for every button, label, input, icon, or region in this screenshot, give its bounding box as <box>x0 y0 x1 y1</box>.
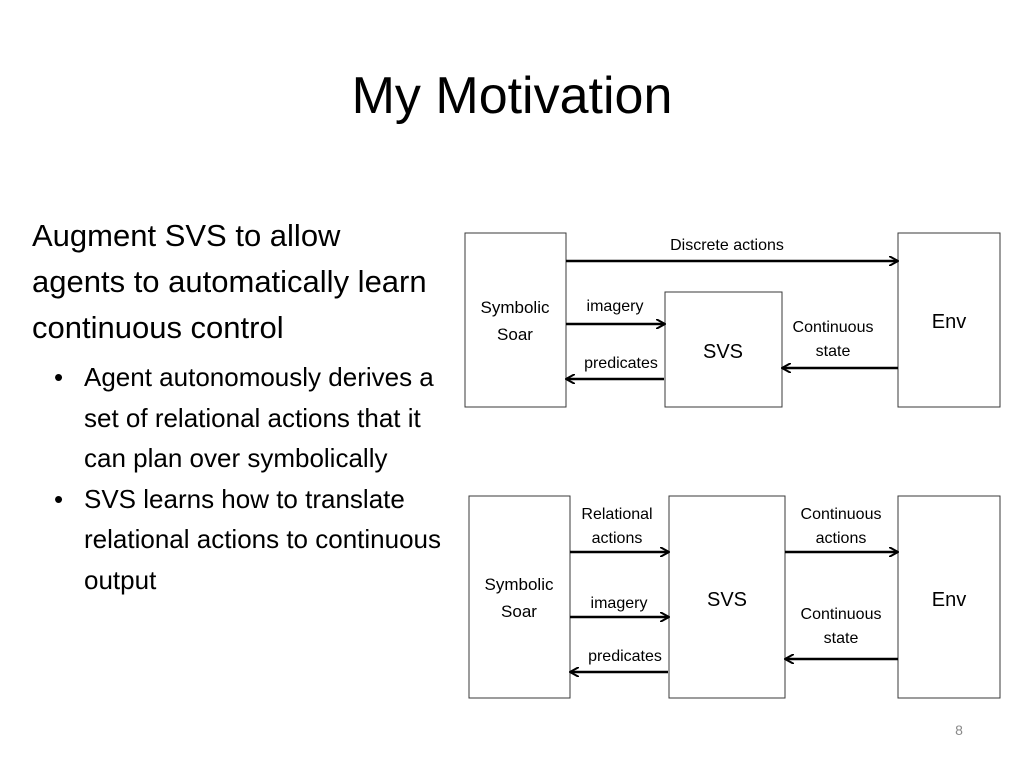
bullet-text: SVS learns how to translate relational a… <box>84 483 442 595</box>
text-content: Augment SVS to allow agents to automatic… <box>32 213 442 600</box>
svs-label: SVS <box>703 341 743 363</box>
soar-label: Soar <box>501 602 537 621</box>
svs-label: SVS <box>707 589 747 611</box>
imagery-label: imagery <box>587 298 644 315</box>
bullet-text: Agent autonomously derives a set of rela… <box>84 362 434 473</box>
relational-label: Relational <box>581 506 652 523</box>
state-label: state <box>824 630 859 647</box>
symbolic-label: Symbolic <box>485 575 554 594</box>
bullet-list: • Agent autonomously derives a set of re… <box>32 357 442 600</box>
slide-title: My Motivation <box>351 67 673 125</box>
diagram-bottom: Symbolic Soar SVS Env Relational actions… <box>468 495 1001 699</box>
env-box <box>897 495 1001 699</box>
env-box <box>897 232 1001 408</box>
svs-box <box>664 291 783 408</box>
continuous-label: Continuous <box>801 606 882 623</box>
diagram-top: Symbolic Soar SVS Env Discrete actions i… <box>464 232 1001 408</box>
imagery-label: imagery <box>591 595 648 612</box>
actions-label: actions <box>816 530 867 547</box>
symbolic-soar-box <box>464 232 567 408</box>
env-label: Env <box>932 311 966 333</box>
page-number: 8 <box>955 722 963 738</box>
bullet-item: • Agent autonomously derives a set of re… <box>32 357 442 479</box>
continuous-label: Continuous <box>801 506 882 523</box>
symbolic-label: Symbolic <box>481 298 550 317</box>
predicates-label: predicates <box>588 648 662 665</box>
discrete-actions-label: Discrete actions <box>670 237 784 254</box>
soar-label: Soar <box>497 325 533 344</box>
svs-box <box>668 495 786 699</box>
predicates-label: predicates <box>584 355 658 372</box>
state-label: state <box>816 343 851 360</box>
bullet-item: • SVS learns how to translate relational… <box>32 479 442 601</box>
main-point: Augment SVS to allow agents to automatic… <box>32 218 427 345</box>
bullet-icon: • <box>54 483 64 514</box>
env-label: Env <box>932 589 966 611</box>
actions-label: actions <box>592 530 643 547</box>
symbolic-soar-box <box>468 495 571 699</box>
bullet-icon: • <box>54 362 64 392</box>
continuous-label: Continuous <box>793 319 874 336</box>
